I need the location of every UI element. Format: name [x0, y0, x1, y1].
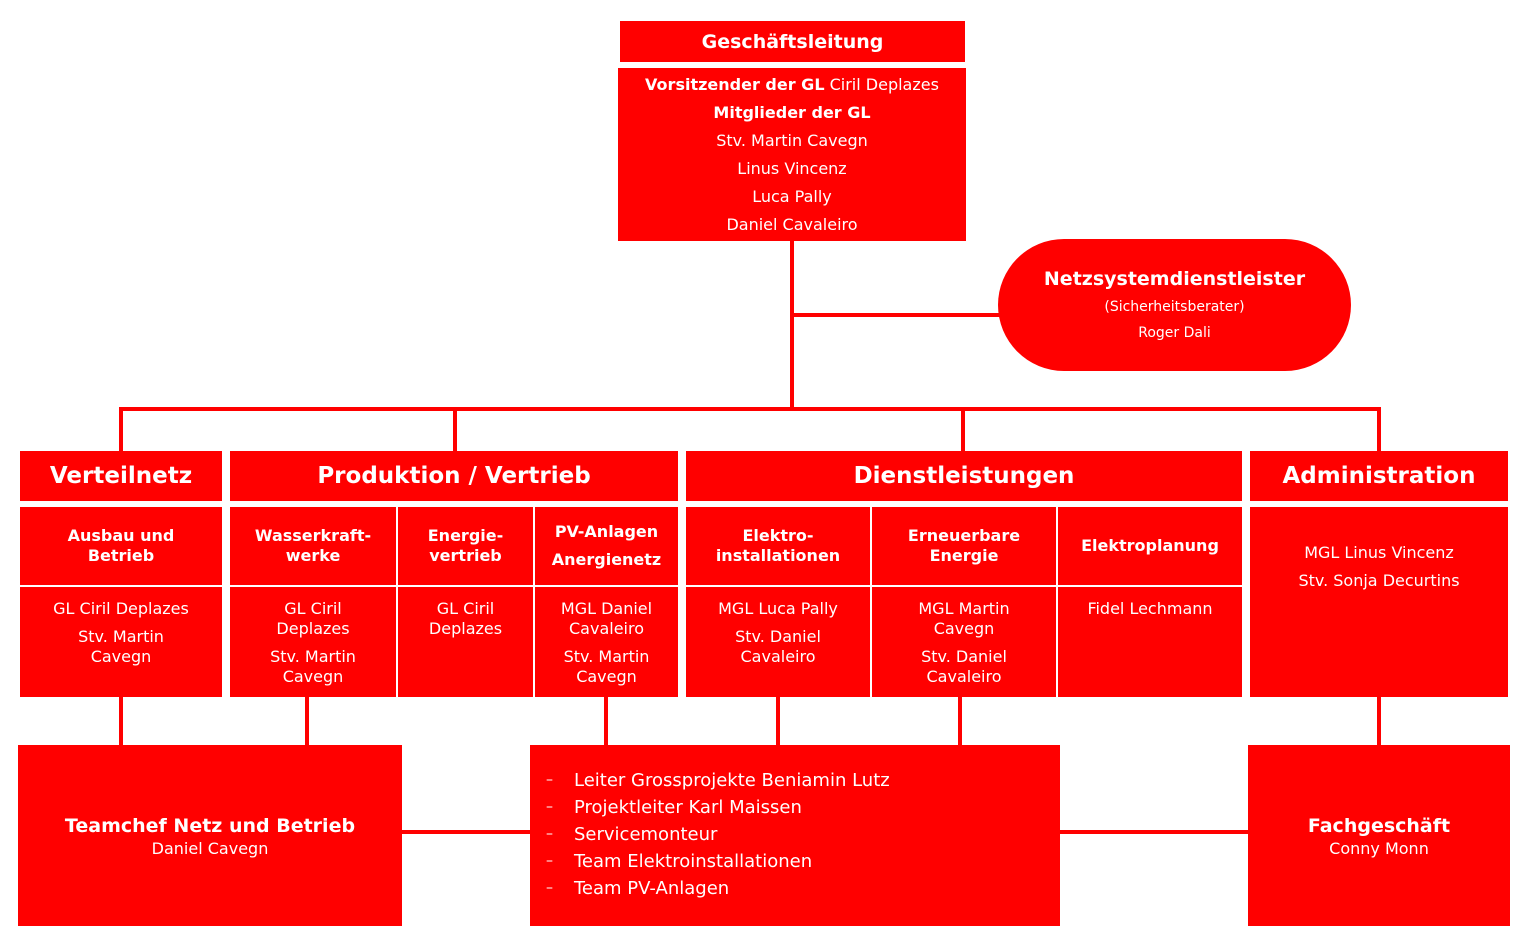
list-item-text: Team Elektroinstallationen	[574, 851, 813, 872]
connector-division-bus	[119, 407, 1381, 411]
nsd-title: Netzsystemdienstleister	[1043, 268, 1306, 290]
division-dienstleistungen-title: Dienstleistungen	[853, 463, 1075, 489]
list-item: – Projektleiter Karl Maissen	[546, 794, 1060, 821]
administration-people: MGL Linus Vincenz Stv. Sonja Decurtins	[1250, 507, 1508, 697]
bullet-dash: –	[546, 880, 553, 896]
connector-elektro-projects	[776, 697, 780, 747]
connector-dienstleistungen	[961, 407, 965, 452]
connector-nsd	[792, 313, 1000, 317]
gl-chair-name: Ciril Deplazes	[829, 74, 939, 94]
gl-member: Linus Vincenz	[737, 158, 847, 178]
unit-elektroplanung-people: Fidel Lechmann	[1058, 587, 1242, 697]
unit-wasserkraft-lead: GL Ciril Deplazes	[276, 599, 350, 638]
bullet-dash: –	[546, 799, 553, 815]
unit-erneuerbar-title: Erneuerbare Energie	[907, 526, 1021, 565]
unit-wasserkraft-people: GL Ciril Deplazes Stv. Martin Cavegn	[230, 587, 396, 697]
gl-members-label: Mitglieder der GL	[713, 102, 871, 122]
unit-ausbau-header: Ausbau und Betrieb	[20, 507, 222, 585]
connector-verteilnetz	[119, 407, 123, 452]
connector-wasser-team	[305, 697, 309, 747]
nsd-box: Netzsystemdienstleister (Sicherheitsbera…	[998, 239, 1351, 371]
connector-pv-projects	[604, 697, 608, 747]
unit-pv-title: PV-Anlagen	[554, 522, 659, 541]
unit-wasserkraft-header: Wasserkraft-werke	[230, 507, 396, 585]
nsd-name: Roger Dali	[1138, 325, 1211, 341]
list-item: – Servicemonteur	[546, 821, 1060, 848]
gl-members-box: Vorsitzender der GL Ciril Deplazes Mitgl…	[618, 68, 966, 241]
team-fach-title: Fachgeschäft	[1307, 814, 1451, 837]
unit-erneuerbar-header: Erneuerbare Energie	[872, 507, 1056, 585]
team-projects-list: – Leiter Grossprojekte Beniamin Lutz – Pro…	[546, 767, 1060, 902]
bullet-dash: –	[546, 853, 553, 869]
unit-elektro-title: Elektro-installationen	[715, 526, 841, 565]
administration-lead: MGL Linus Vincenz	[1304, 543, 1454, 562]
division-produktion-title: Produktion / Vertrieb	[317, 463, 591, 489]
team-netz-box: Teamchef Netz und Betrieb Daniel Cavegn	[18, 745, 402, 926]
unit-ausbau-people: GL Ciril Deplazes Stv. Martin Cavegn	[20, 587, 222, 697]
unit-ausbau-title: Ausbau und Betrieb	[67, 526, 175, 565]
gl-chair-label: Vorsitzender der GL	[645, 74, 825, 94]
unit-energievertrieb-header: Energie-vertrieb	[398, 507, 533, 585]
bullet-dash: –	[546, 772, 553, 788]
administration-deputy: Stv. Sonja Decurtins	[1298, 571, 1460, 590]
team-netz-title: Teamchef Netz und Betrieb	[64, 814, 356, 837]
connector-erneuerbar-projects	[958, 697, 962, 747]
unit-wasserkraft-title: Wasserkraft-werke	[254, 526, 372, 565]
list-item-text: Projektleiter Karl Maissen	[574, 797, 802, 818]
unit-elektro-people: MGL Luca Pally Stv. Daniel Cavaleiro	[686, 587, 870, 697]
connector-gl-trunk	[790, 240, 794, 410]
unit-pv-deputy: Stv. Martin Cavegn	[563, 647, 650, 686]
list-item-text: Team PV-Anlagen	[574, 878, 730, 899]
unit-energievertrieb-title: Energie-vertrieb	[427, 526, 504, 565]
unit-pv-people: MGL Daniel Cavaleiro Stv. Martin Cavegn	[535, 587, 678, 697]
list-item: – Leiter Grossprojekte Beniamin Lutz	[546, 767, 1060, 794]
gl-member: Daniel Cavaleiro	[726, 214, 858, 234]
connector-ausbau-team	[119, 697, 123, 747]
unit-elektro-lead: MGL Luca Pally	[718, 599, 838, 618]
list-item: – Team Elektroinstallationen	[546, 848, 1060, 875]
unit-ausbau-lead: GL Ciril Deplazes	[53, 599, 189, 618]
unit-pv-header: PV-Anlagen Anergienetz	[535, 507, 678, 585]
connector-team-projects	[400, 830, 532, 834]
team-projects-box: – Leiter Grossprojekte Beniamin Lutz – Pro…	[530, 745, 1060, 926]
unit-elektro-header: Elektro-installationen	[686, 507, 870, 585]
division-verteilnetz-header: Verteilnetz	[20, 451, 222, 501]
unit-erneuerbar-deputy: Stv. Daniel Cavaleiro	[921, 647, 1007, 686]
unit-erneuerbar-people: MGL Martin Cavegn Stv. Daniel Cavaleiro	[872, 587, 1056, 697]
unit-pv-title2: Anergienetz	[551, 550, 662, 569]
unit-elektroplanung-title: Elektroplanung	[1081, 536, 1219, 555]
unit-erneuerbar-lead: MGL Martin Cavegn	[918, 599, 1010, 638]
team-fach-box: Fachgeschäft Conny Monn	[1248, 745, 1510, 926]
connector-admin-fach	[1377, 697, 1381, 747]
gl-title: Geschäftsleitung	[701, 30, 884, 53]
team-fach-name: Conny Monn	[1329, 838, 1429, 858]
nsd-subtitle: (Sicherheitsberater)	[1104, 299, 1245, 315]
list-item-text: Leiter Grossprojekte Beniamin Lutz	[574, 770, 890, 791]
unit-pv-lead: MGL Daniel Cavaleiro	[560, 599, 653, 638]
unit-ausbau-deputy: Stv. Martin Cavegn	[78, 627, 164, 666]
gl-member: Stv. Martin Cavegn	[716, 130, 868, 150]
unit-wasserkraft-deputy: Stv. Martin Cavegn	[270, 647, 356, 686]
unit-elektro-deputy: Stv. Daniel Cavaleiro	[735, 627, 821, 666]
connector-produktion	[453, 407, 457, 452]
division-produktion-header: Produktion / Vertrieb	[230, 451, 678, 501]
gl-chair: Vorsitzender der GL Ciril Deplazes	[645, 71, 939, 99]
unit-energievertrieb-lead: GL Ciril Deplazes	[428, 599, 503, 638]
list-item: – Team PV-Anlagen	[546, 875, 1060, 902]
gl-title-box: Geschäftsleitung	[620, 21, 965, 62]
unit-energievertrieb-people: GL Ciril Deplazes	[398, 587, 533, 697]
unit-elektroplanung-header: Elektroplanung	[1058, 507, 1242, 585]
team-netz-name: Daniel Cavegn	[151, 838, 269, 858]
bullet-dash: –	[546, 826, 553, 842]
connector-administration	[1377, 407, 1381, 452]
division-verteilnetz-title: Verteilnetz	[49, 463, 193, 489]
division-administration-title: Administration	[1282, 463, 1476, 489]
division-dienstleistungen-header: Dienstleistungen	[686, 451, 1242, 501]
division-administration-header: Administration	[1250, 451, 1508, 501]
gl-member: Luca Pally	[752, 186, 832, 206]
list-item-text: Servicemonteur	[574, 824, 718, 845]
connector-projects-fach	[1058, 830, 1250, 834]
unit-elektroplanung-lead: Fidel Lechmann	[1087, 599, 1213, 618]
